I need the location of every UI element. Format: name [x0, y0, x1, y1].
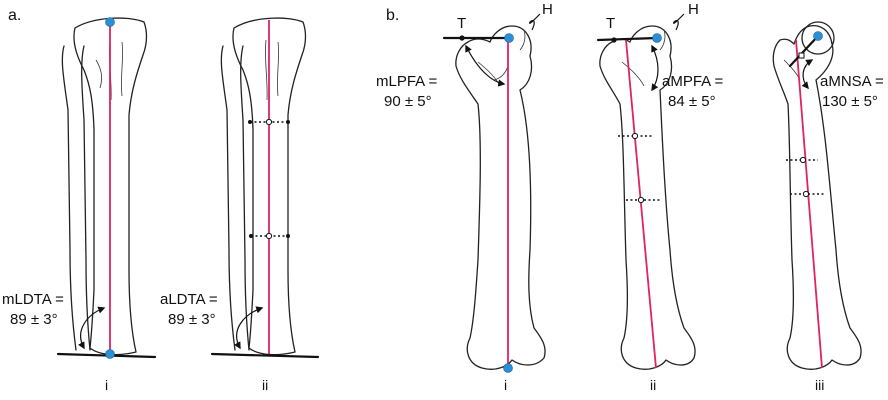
- angle-label-amnsa-line2: 130 ± 5°: [822, 93, 878, 110]
- distal-landmark-i: [105, 349, 115, 359]
- angle-label-aldta-line1: aLDTA =: [160, 291, 218, 308]
- anatomic-axis-femur-ii: [625, 39, 657, 369]
- cortex-point-1: [248, 120, 252, 124]
- femur-figure-iii: aMNSA = 130 ± 5° iii: [772, 21, 884, 393]
- femur-trochanter-detail-ii: [621, 29, 666, 87]
- ankle-joint-line-ii: [210, 352, 320, 359]
- angle-label-mldta-line1: mLDTA =: [2, 291, 64, 308]
- tibia-outline-i: [73, 17, 148, 356]
- anatomic-axis-femur-iii: [795, 39, 823, 369]
- h-pointer-i: [529, 13, 541, 31]
- femur-figure-i: T H mLPFA = 90 ± 5° i: [376, 1, 553, 393]
- marker-h-i: H: [542, 1, 553, 18]
- femoral-head-center-i: [504, 33, 514, 43]
- trochanter-point-ii: [611, 37, 617, 43]
- cortex-point-3: [249, 234, 253, 238]
- midpoint-upper-femur-ii: [631, 132, 639, 140]
- angle-arrow-femur-iii: [801, 59, 814, 90]
- angle-arrow-ii: [234, 306, 264, 350]
- cortex-point-4: [286, 234, 290, 238]
- fig-label-a-i: i: [105, 377, 108, 393]
- cortex-point-2: [286, 120, 290, 124]
- trochanter-line-ii: [596, 36, 659, 42]
- midpoint-lower-femur-ii: [637, 196, 645, 204]
- femur-figure-ii: T H aMPFA = 84 ± 5° ii: [596, 1, 724, 393]
- angle-label-mlpfa-line2: 90 ± 5°: [384, 93, 432, 110]
- midpoint-upper-femur-iii: [799, 156, 807, 164]
- fig-label-a-ii: ii: [262, 377, 268, 393]
- angle-arrow-i: [78, 306, 106, 350]
- fibula-outline-ii: [220, 45, 250, 351]
- neck-midpoint-iii: [798, 52, 805, 59]
- h-pointer-ii: [673, 13, 685, 31]
- fig-label-b-iii: iii: [815, 377, 824, 393]
- tibia-figure-ii: aLDTA = 89 ± 3° ii: [160, 17, 320, 393]
- femoral-head-circle-iii: [801, 21, 835, 55]
- angle-label-ampfa-line1: aMPFA =: [662, 73, 724, 90]
- angle-label-aldta-line2: 89 ± 3°: [168, 311, 216, 328]
- panel-a-letter: a.: [8, 7, 21, 24]
- marker-h-ii: H: [688, 1, 699, 18]
- marker-t-ii: T: [606, 15, 615, 32]
- angle-label-amnsa-line1: aMNSA =: [820, 73, 884, 90]
- fibula-outline-i: [61, 45, 91, 351]
- neck-axis-line-iii: [788, 34, 820, 68]
- knee-center-femur-i: [503, 363, 513, 373]
- angle-label-mlpfa-line1: mLPFA =: [376, 73, 438, 90]
- femoral-head-center-iii: [813, 31, 823, 41]
- midpoint-lower-femur-iii: [802, 190, 810, 198]
- femur-outline-iii: [772, 24, 862, 370]
- midpoint-lower-ii: [265, 232, 273, 240]
- angle-arrow-femur-ii: [651, 44, 659, 92]
- angle-arrow-femur-i: [465, 44, 506, 87]
- femur-outline-i: [455, 25, 546, 370]
- trochanter-point-i: [459, 35, 465, 41]
- fig-label-b-i: i: [504, 377, 507, 393]
- marker-t-i: T: [457, 15, 466, 32]
- femoral-head-center-ii: [652, 33, 662, 43]
- tibia-outline-ii: [232, 17, 307, 356]
- proximal-landmark-i: [105, 17, 115, 27]
- tibia-crest-detail-ii: [265, 39, 279, 101]
- angle-label-mldta-line2: 89 ± 3°: [10, 311, 58, 328]
- panel-b-letter: b.: [386, 7, 399, 24]
- femur-outline-ii: [599, 25, 696, 370]
- angle-label-ampfa-line2: 84 ± 5°: [668, 93, 716, 110]
- fig-label-b-ii: ii: [650, 377, 656, 393]
- midpoint-upper-ii: [265, 118, 273, 126]
- tibia-figure-i: mLDTA = 89 ± 3° i: [2, 17, 157, 393]
